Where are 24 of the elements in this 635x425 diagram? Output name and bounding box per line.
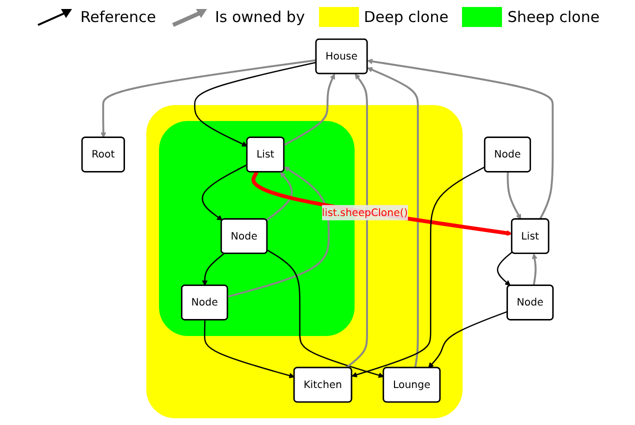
arrow — [352, 166, 486, 378]
arrow — [496, 251, 513, 286]
arrow — [202, 253, 224, 286]
arrow — [266, 250, 384, 378]
legend-label: Sheep clone — [507, 8, 600, 26]
legend-label: Reference — [80, 8, 156, 26]
arrow — [100, 59, 316, 138]
arrow — [428, 310, 508, 368]
arrow — [345, 74, 368, 369]
arrow — [194, 62, 316, 147]
arrow — [202, 164, 248, 221]
arrow — [204, 320, 295, 378]
arrow — [367, 58, 554, 220]
arrow — [367, 67, 419, 368]
arrow — [252, 171, 512, 236]
arrow — [284, 74, 336, 146]
legend-label: Deep clone — [364, 8, 448, 26]
legend-label: Is owned by — [214, 8, 305, 26]
arrow — [266, 172, 293, 222]
edge-label: list.sheepClone() — [322, 206, 408, 218]
arrow — [532, 253, 538, 286]
arrow — [228, 166, 330, 298]
cluster — [146, 105, 463, 418]
arrow — [506, 172, 522, 220]
